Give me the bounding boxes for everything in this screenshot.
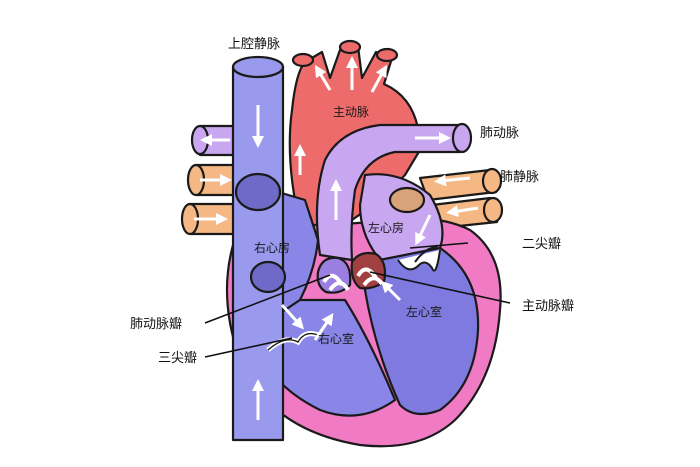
label-pulmonary-artery: 肺动脉 — [480, 126, 519, 141]
aortic-valve — [350, 251, 387, 290]
label-left-atrium: 左心房 — [368, 220, 404, 235]
vena-cava-opening — [234, 172, 282, 212]
label-pulmonary-valve: 肺动脉瓣 — [130, 317, 182, 332]
label-left-ventricle: 左心室 — [406, 304, 442, 319]
label-mitral-valve: 二尖瓣 — [522, 237, 561, 252]
label-tricuspid-valve: 三尖瓣 — [158, 351, 197, 366]
label-right-ventricle: 右心室 — [318, 331, 354, 346]
flow-arrows — [194, 56, 479, 420]
inferior-vena-cava-opening — [249, 260, 287, 294]
leader-lines — [204, 242, 511, 358]
label-aortic-valve: 主动脉瓣 — [522, 299, 574, 314]
label-superior-vena-cava: 上腔静脉 — [228, 37, 280, 52]
label-aorta: 主动脉 — [333, 104, 369, 119]
pulmonary-vein-opening — [388, 186, 426, 214]
tricuspid-valve — [266, 331, 319, 352]
label-right-atrium: 右心房 — [254, 240, 290, 255]
pulmonary-valve — [316, 256, 352, 294]
label-pulmonary-vein: 肺静脉 — [500, 170, 539, 185]
